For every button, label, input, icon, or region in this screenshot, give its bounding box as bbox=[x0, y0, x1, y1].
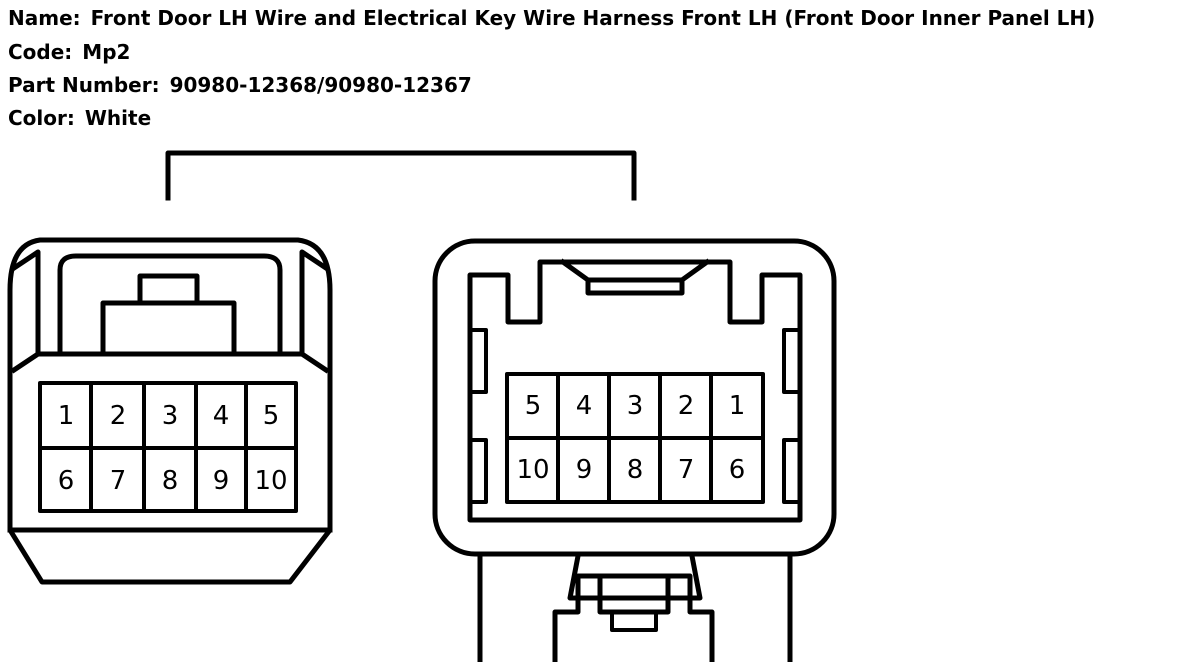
left-pin-label: 10 bbox=[254, 466, 287, 496]
right-pin-label: 5 bbox=[525, 391, 542, 421]
right-pin-label: 8 bbox=[627, 455, 644, 485]
left-pin-label: 3 bbox=[162, 401, 179, 431]
code-line: Code: Mp2 bbox=[8, 40, 130, 64]
right-pin-label: 4 bbox=[576, 391, 593, 421]
color-value: White bbox=[84, 106, 152, 130]
right-connector-body bbox=[432, 238, 837, 662]
part-number-label: Part Number: bbox=[8, 73, 160, 97]
right-pin-label: 2 bbox=[678, 391, 695, 421]
right-pin-label: 6 bbox=[729, 455, 746, 485]
code-label: Code: bbox=[8, 40, 73, 64]
name-label: Name: bbox=[8, 6, 81, 30]
left-connector-body bbox=[7, 237, 333, 585]
left-pin-label: 8 bbox=[162, 466, 179, 496]
name-line: Name: Front Door LH Wire and Electrical K… bbox=[8, 6, 1095, 30]
right-pin-label: 9 bbox=[576, 455, 593, 485]
left-pin-label: 9 bbox=[213, 466, 230, 496]
pairing-bracket bbox=[165, 150, 637, 201]
right-pin-label: 1 bbox=[729, 391, 746, 421]
left-pin-label: 7 bbox=[110, 466, 127, 496]
color-line: Color: White bbox=[8, 106, 151, 130]
code-value: Mp2 bbox=[82, 40, 131, 64]
left-pin-label: 4 bbox=[213, 401, 230, 431]
left-pin-label: 5 bbox=[263, 401, 280, 431]
color-label: Color: bbox=[8, 106, 75, 130]
left-pin-label: 2 bbox=[110, 401, 127, 431]
left-pin-label: 6 bbox=[58, 466, 75, 496]
part-number-line: Part Number: 90980-12368/90980-12367 bbox=[8, 73, 472, 97]
right-pin-label: 7 bbox=[678, 455, 695, 485]
right-pin-label: 3 bbox=[627, 391, 644, 421]
part-number-value: 90980-12368/90980-12367 bbox=[169, 73, 472, 97]
name-value: Front Door LH Wire and Electrical Key Wi… bbox=[90, 6, 1096, 30]
left-pin-label: 1 bbox=[58, 401, 75, 431]
right-pin-label: 10 bbox=[516, 455, 549, 485]
